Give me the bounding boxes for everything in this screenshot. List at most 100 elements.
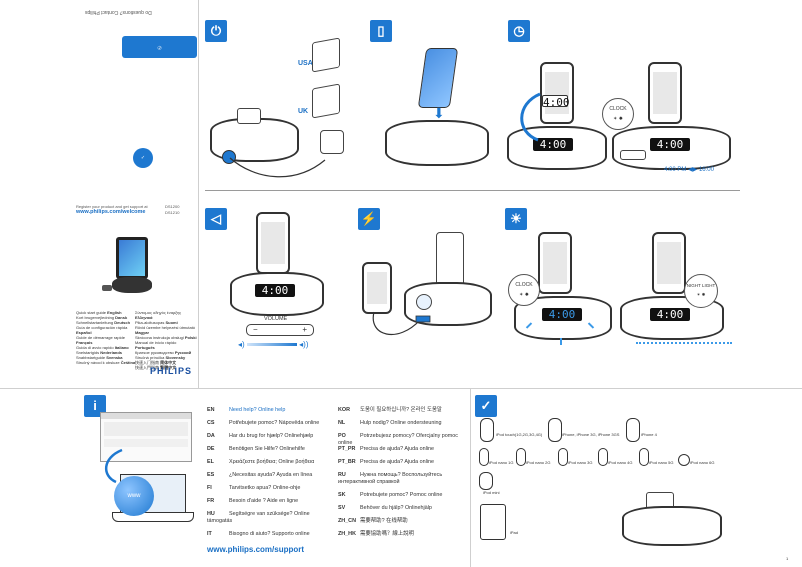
qs-item: Rövid üzembe helyezési útmutató Magyar — [135, 325, 196, 335]
compat-label: iPad — [510, 530, 519, 535]
dock-display-bright-2: 4:00 — [650, 308, 690, 321]
register-url-text[interactable]: www.philips.com/welcome — [76, 209, 146, 215]
ipad-dock-speaker — [622, 506, 722, 546]
volume-label: VOLUME — [264, 316, 288, 322]
support-url-text[interactable]: www.philips.com/support — [207, 545, 305, 554]
qs-item: Stručná príručka Slovensky — [135, 355, 186, 360]
info-icon: i — [84, 395, 106, 417]
dock-display-1: 4:00 — [533, 138, 573, 151]
compat-label: iPod nano 3G — [568, 460, 593, 465]
volume-low-icon: ◂) — [238, 340, 245, 349]
register-label: Register your product and get support at — [76, 204, 148, 209]
brand-logo: PHILIPS — [150, 366, 192, 376]
quickstart-list-left: Quick start guide English Kort brugervej… — [76, 310, 136, 365]
dock-display-bright-1: 4:00 — [542, 308, 582, 321]
dock-display-2: 4:00 — [650, 138, 690, 151]
help-arrow — [105, 448, 123, 484]
clock-icon: ◷ — [508, 20, 530, 42]
ipod-nano6-icon — [678, 454, 690, 466]
ipod-nano1-icon — [479, 448, 489, 466]
qs-item: 快速入门指南 简体中文 — [135, 360, 177, 365]
dock-top — [237, 108, 261, 124]
volume-high-icon: ◂)) — [299, 340, 309, 349]
horizontal-divider — [205, 190, 740, 191]
qs-item: Snabbstartguide Svenska — [76, 355, 123, 360]
compat-label: iPod nano 5G — [649, 460, 674, 465]
phone-clock-1 — [540, 62, 574, 124]
power-cable — [229, 157, 326, 178]
product-photo — [102, 237, 154, 297]
night-glow — [636, 342, 732, 348]
panel-divider-2 — [470, 388, 471, 567]
compat-label: iPod mini — [483, 490, 500, 495]
compat-label: iPhone, iPhone 3G, iPhone 3GS — [562, 432, 620, 437]
clock-callout-label-2: CLOCK — [515, 282, 533, 288]
ipod-nano4-icon — [598, 448, 608, 466]
qs-item: Schnellstartanleitung Deutsch — [76, 320, 131, 325]
time-convert: 4:00 PM ◀▶ 16:00 — [664, 166, 714, 173]
model-numbers: DS1200 DS1210 — [165, 204, 179, 216]
qs-item: Guía de configuración rápida Español — [76, 325, 128, 335]
clock-slider — [620, 150, 646, 160]
compat-label: iPod nano 1G — [489, 460, 514, 465]
model-1: DS1200 — [165, 204, 180, 209]
ipod-nano3-icon — [558, 448, 568, 466]
plus-icon: + — [302, 325, 307, 334]
phone-icon: ▯ — [370, 20, 392, 42]
qs-item: Guida di avvio rapido Italiano — [76, 345, 129, 350]
qs-item: Stručný návod k obsluze Čeština — [76, 360, 136, 365]
panel-divider-1 — [198, 0, 199, 388]
double-arrow-icon: ◀▶ — [688, 167, 698, 173]
ipod-touch-icon — [480, 418, 494, 442]
battery-charge-icon: ⚡ — [358, 208, 380, 230]
upside-badge: ✆ — [122, 36, 197, 58]
dock-speaker-2 — [385, 120, 489, 166]
phone-charge — [362, 262, 392, 314]
dock-display-volume: 4:00 — [255, 284, 295, 297]
compat-label: iPod nano 2G — [526, 460, 551, 465]
phone-clock-2 — [648, 62, 682, 124]
qs-item: Quick start guide English — [76, 310, 122, 315]
phone-volume — [256, 212, 290, 274]
help-row: ES¿Necesitas ayuda? Ayuda en línea — [207, 472, 313, 478]
phone-bright-2 — [652, 232, 686, 294]
minus-icon: − — [253, 325, 258, 334]
ipod-mini-icon — [479, 472, 493, 490]
quickstart-list-right: Σύντομος οδηγός έναρξης Ελληνικά Pika-al… — [135, 310, 197, 370]
ipod-nano2-icon — [516, 448, 526, 466]
qs-item: Краткое руководство Русский — [135, 350, 192, 355]
brightness-icon: ☀ — [505, 208, 527, 230]
qs-item: Skrócona instrukcja obsługi Polski — [135, 335, 197, 340]
volume-control: − + — [246, 324, 314, 336]
night-light-callout: NIGHT LIGHT ✶ ✹ — [684, 274, 718, 308]
badge-icon: ✆ — [157, 44, 162, 50]
iphone-icon — [548, 418, 562, 442]
brand-text: PHILIPS — [150, 366, 193, 376]
globe-icon: www — [114, 476, 154, 516]
qs-item: Σύντομος οδηγός έναρξης Ελληνικά — [135, 310, 182, 320]
power-plug-icon: ⏻ — [205, 20, 227, 42]
sun-icon-3: ✶ ✹ — [696, 292, 706, 297]
register-url[interactable]: www.philips.com/welcome — [76, 209, 145, 215]
sun-icon-2: ✶ ✹ — [519, 292, 529, 298]
upside-text: Do questions? Contact Philips — [85, 9, 152, 15]
page-number: 1 — [786, 556, 789, 561]
support-url[interactable]: www.philips.com/support — [207, 545, 304, 554]
night-light-label: NIGHT LIGHT — [686, 283, 716, 288]
phone-bright-1 — [538, 232, 572, 294]
usa-label: USA — [298, 60, 313, 67]
